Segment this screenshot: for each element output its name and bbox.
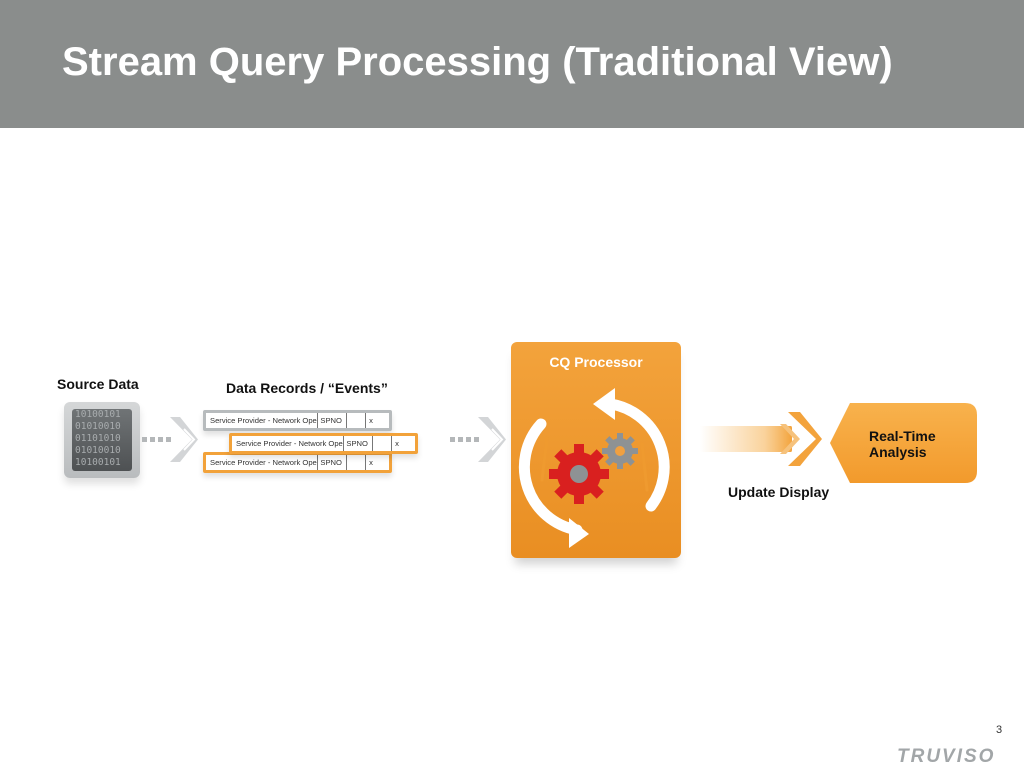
binary-data-screen: 10100101 01010010 01101010 01010010 1010…	[72, 409, 132, 471]
large-gear-icon	[549, 444, 609, 504]
binary-line: 01101010	[75, 433, 121, 444]
source-data-label: Source Data	[57, 376, 139, 392]
cq-processor: CQ Processor	[511, 342, 681, 558]
data-record: Service Provider - Network Operations SP…	[203, 452, 392, 473]
record-name: Service Provider - Network Operations	[206, 455, 319, 470]
binary-line: 01010010	[75, 445, 121, 456]
record-mark: x	[369, 458, 373, 467]
record-mark: x	[395, 439, 399, 448]
binary-line: 01010010	[75, 421, 121, 432]
record-blank	[347, 413, 367, 428]
record-code: SPNO	[318, 455, 348, 470]
record-blank	[347, 455, 367, 470]
arrow-records-to-processor-icon	[450, 417, 506, 462]
record-name: Service Provider - Network Operations	[206, 413, 319, 428]
record-code: SPNO	[318, 413, 348, 428]
binary-line: 10100101	[75, 457, 121, 468]
data-record: Service Provider - Network Operations SP…	[203, 410, 392, 431]
record-blank	[373, 436, 393, 451]
slide-title: Stream Query Processing (Traditional Vie…	[62, 40, 893, 84]
title-bar: Stream Query Processing (Traditional Vie…	[0, 0, 1024, 128]
real-time-analysis-line1: Real-Time	[869, 428, 936, 444]
source-data-icon: 10100101 01010010 01101010 01010010 1010…	[64, 402, 140, 478]
cycle-arrows-icon	[518, 388, 670, 548]
page-number: 3	[996, 724, 1003, 736]
real-time-analysis-label: Real-Time Analysis	[869, 428, 936, 460]
real-time-analysis-shape	[830, 403, 977, 483]
truviso-logo: TRUVISO	[897, 746, 996, 767]
data-records-label: Data Records / “Events”	[226, 380, 388, 396]
arrow-source-to-records-icon	[142, 417, 198, 462]
small-gear-icon	[602, 433, 638, 469]
binary-line: 10100101	[75, 409, 121, 420]
record-mark: x	[369, 416, 373, 425]
data-record: Service Provider - Network Operations SP…	[229, 433, 418, 454]
record-name: Service Provider - Network Operations	[232, 436, 345, 451]
arrow-processor-to-analysis-icon	[700, 412, 822, 466]
real-time-analysis-line2: Analysis	[869, 444, 927, 460]
record-code: SPNO	[344, 436, 374, 451]
processor-label: CQ Processor	[549, 354, 643, 370]
update-display-label: Update Display	[728, 484, 830, 500]
